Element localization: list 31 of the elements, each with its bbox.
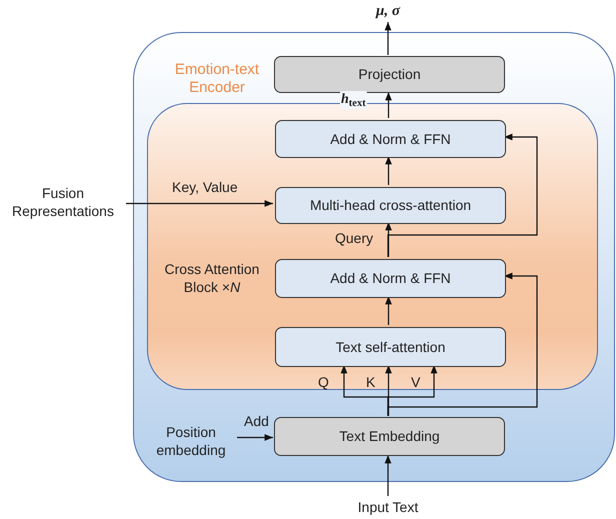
group-title: Cross Attention Block ×N [164,260,260,296]
edge-label: Q [318,373,329,391]
encoder-panel [133,32,615,482]
edge-label: V [411,373,420,391]
arrow [385,365,392,416]
arrow [384,22,392,55]
input-text: Fusion Representations [0,180,126,224]
arrow [385,222,392,257]
edge-label: Query [335,229,374,247]
arrow [126,200,273,207]
input-text: Position embedding [144,421,238,461]
arrow [387,272,538,416]
process-box: Projection [274,56,505,93]
process-box: Text Embedding [274,417,505,456]
process-box: Multi-head cross-attention [275,187,506,224]
edge-label: Key, Value [172,178,238,196]
arrow [237,434,273,441]
arrow [385,156,392,185]
arrow [385,92,392,118]
process-box: Text self-attention [275,327,506,367]
group-title: Emotion-text Encoder [174,61,260,97]
process-box: Add & Norm & FFN [275,120,506,158]
edge-label: Add [244,412,269,430]
edge-label: h$_{text}$ [340,91,367,109]
arrow [384,455,392,496]
input-text: Input Text [340,496,436,518]
process-box: Add & Norm & FFN [275,259,506,298]
arrow [385,296,392,325]
arrow [387,134,538,257]
edge-label: K [366,373,376,391]
input-text: μ, σ [358,0,418,22]
